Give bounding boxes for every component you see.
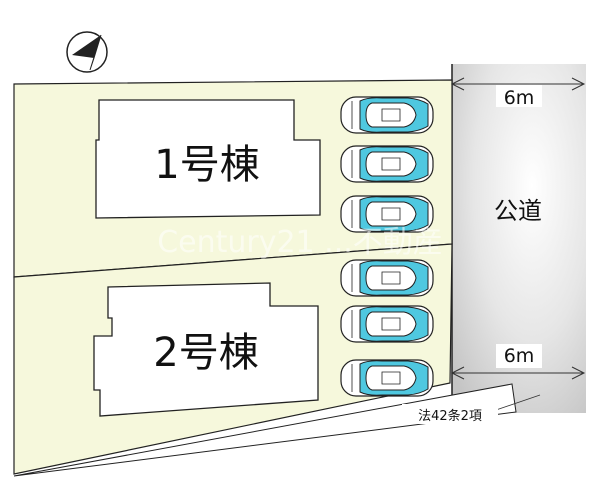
setback-note: 法42条2項 <box>418 408 482 424</box>
lot-2-label: 2号棟 <box>153 330 258 376</box>
car-icon <box>340 305 434 343</box>
car-icon <box>340 359 434 397</box>
lot-1-label: 1号棟 <box>154 142 259 188</box>
car-icon <box>340 96 434 134</box>
road-width-top-label: 6m <box>504 87 535 109</box>
watermark: Century21 ...不動産 <box>157 225 443 260</box>
setback-strip <box>13 383 517 477</box>
road-width-bottom: 6m <box>450 344 586 380</box>
north-arrow-icon <box>66 31 108 73</box>
car-icon <box>340 145 434 183</box>
building-2-footprint <box>93 282 319 417</box>
building-1-footprint <box>95 99 321 219</box>
road-width-bottom-label: 6m <box>504 345 535 367</box>
car-icon <box>340 259 434 297</box>
road-label: 公道 <box>494 197 542 225</box>
road-width-top: 6m <box>450 77 586 109</box>
